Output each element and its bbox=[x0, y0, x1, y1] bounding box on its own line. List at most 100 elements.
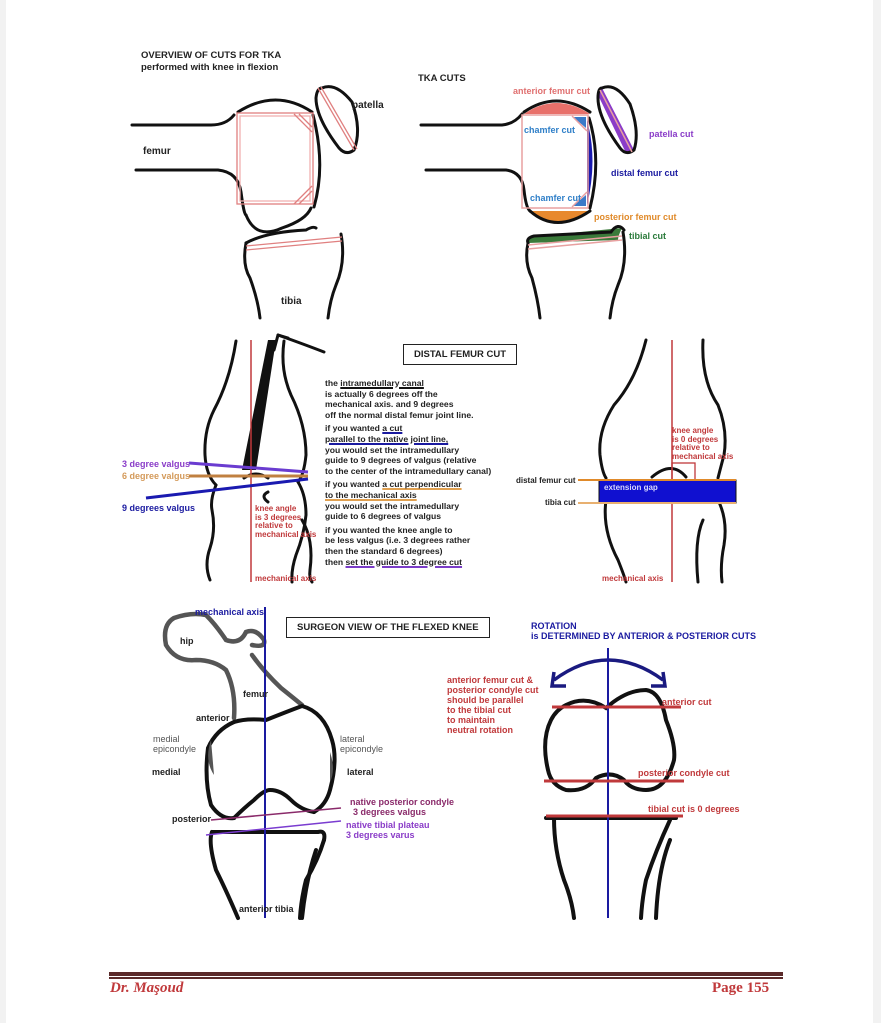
distal-femur-cut-title: DISTAL FEMUR CUT bbox=[403, 344, 518, 365]
overview-chamfer-bottom bbox=[293, 185, 313, 205]
note-line: neutral rotation bbox=[447, 725, 514, 735]
text: medial bbox=[153, 734, 180, 744]
text: you would set the intramedullary bbox=[325, 444, 460, 455]
text: native posterior condyle bbox=[350, 797, 455, 807]
label-valgus-9: 9 degrees valgus bbox=[122, 503, 196, 513]
text: if you wanted bbox=[325, 479, 383, 490]
label-extension-gap: extension gap bbox=[604, 483, 658, 492]
text-underlined: to the mechanical axis bbox=[325, 489, 417, 500]
text-underlined: set the guide to 3 degree cut bbox=[345, 556, 463, 567]
label-femur: femur bbox=[143, 146, 171, 157]
knee-angle-line: is 3 degrees bbox=[255, 512, 302, 522]
text: native tibial plateau bbox=[346, 820, 430, 830]
text: is actually 6 degrees off the bbox=[325, 388, 438, 399]
text: if you wanted bbox=[325, 423, 383, 434]
label-tibia-cut-right: tibia cut bbox=[545, 498, 576, 507]
tka-cuts-title: TKA CUTS bbox=[418, 73, 466, 84]
label-valgus-3: 3 degree valgus bbox=[122, 459, 191, 469]
document-page: OVERVIEW OF CUTS FOR TKA performed with … bbox=[6, 0, 873, 1023]
femur-shaft-bottom bbox=[134, 168, 248, 217]
label-distal-femur-cut-right: distal femur cut bbox=[516, 476, 576, 485]
footer-rule-thin bbox=[109, 977, 783, 979]
paragraph-4: if you wanted the knee angle to be less … bbox=[325, 525, 491, 567]
text: off the normal distal femur joint line. bbox=[325, 409, 474, 420]
overview-title-line2: performed with knee in flexion bbox=[141, 62, 279, 73]
knee-angle-line: knee angle bbox=[672, 426, 714, 435]
native-posterior-condyle-line bbox=[210, 807, 342, 821]
label-anterior: anterior bbox=[196, 713, 230, 723]
text: epicondyle bbox=[153, 744, 197, 754]
label-mechanical-axis-right: mechanical axis bbox=[602, 574, 664, 583]
overview-cut-box bbox=[236, 112, 314, 205]
tibia-right bbox=[326, 232, 345, 320]
text-underlined: parallel to the native joint line, bbox=[325, 433, 449, 444]
knee-angle-line: is 0 degrees bbox=[672, 434, 719, 444]
paragraph-3: if you wanted a cut perpendicular to the… bbox=[325, 479, 491, 521]
tibia-top bbox=[244, 225, 318, 245]
femur-shaft-top bbox=[130, 113, 236, 127]
overview-knee-diagram bbox=[130, 85, 359, 320]
text-underlined: a cut perpendicular bbox=[382, 479, 462, 490]
label-chamfer-cut-top: chamfer cut bbox=[524, 125, 576, 135]
overview-title-line1: OVERVIEW OF CUTS FOR TKA bbox=[141, 50, 282, 61]
label-anterior-cut: anterior cut bbox=[662, 697, 712, 707]
label-native-posterior-condyle: native posterior condyle 3 degrees valgu… bbox=[350, 797, 454, 817]
overview-patella-cut bbox=[317, 86, 358, 151]
note-line: should be parallel bbox=[447, 695, 524, 705]
text: to the center of the intramedullary cana… bbox=[325, 465, 492, 476]
rotation-title: ROTATION is DETERMINED BY ANTERIOR & POS… bbox=[531, 621, 756, 641]
text: you would set the intramedullary bbox=[325, 500, 460, 511]
note-line: posterior condyle cut bbox=[447, 685, 539, 695]
text: guide to 6 degrees of valgus bbox=[325, 511, 442, 522]
footer-page-number: Page 155 bbox=[712, 980, 770, 996]
text: the bbox=[325, 378, 341, 388]
text: then bbox=[325, 556, 346, 567]
label-lateral-epicondyle: lateral epicondyle bbox=[340, 734, 383, 754]
tibia-left bbox=[243, 241, 262, 320]
label-hip: hip bbox=[180, 636, 194, 646]
label-tibia: tibia bbox=[281, 296, 302, 307]
tka-cuts-diagram bbox=[419, 85, 638, 320]
label-patella: patella bbox=[352, 100, 384, 111]
overview-tibia-cut bbox=[245, 236, 343, 251]
label-chamfer-cut-bottom: chamfer cut bbox=[530, 193, 582, 203]
label-tibial-cut-rotation: tibial cut is 0 degrees bbox=[648, 804, 740, 814]
label-mechanical-axis-surgeon: mechanical axis bbox=[195, 607, 265, 617]
knee-angle-line: mechanical axis bbox=[255, 529, 317, 539]
native-tibial-plateau-line bbox=[205, 820, 342, 836]
footer-rule bbox=[109, 972, 783, 976]
text: then the standard 6 degrees) bbox=[325, 545, 443, 556]
text-underlined: intramedullary canal bbox=[340, 378, 424, 388]
knee-angle-line: relative to bbox=[255, 521, 293, 530]
distal-femur-left-diagram bbox=[145, 333, 326, 584]
text: be less valgus (i.e. 3 degrees rather bbox=[325, 535, 471, 546]
knee-angle-line: knee angle bbox=[255, 504, 297, 513]
label-knee-angle-3deg: knee angle is 3 degrees relative to mech… bbox=[255, 504, 317, 539]
label-medial: medial bbox=[152, 767, 181, 777]
label-anterior-tibia: anterior tibia bbox=[239, 904, 294, 914]
rotation-title-line2: is DETERMINED BY ANTERIOR & POSTERIOR CU… bbox=[531, 631, 757, 641]
label-anterior-femur-cut: anterior femur cut bbox=[513, 86, 591, 96]
note-line: to the tibial cut bbox=[447, 705, 511, 715]
text: if you wanted the knee angle to bbox=[325, 524, 453, 535]
overview-chamfer-top bbox=[293, 113, 313, 133]
surgeon-view-title: SURGEON VIEW OF THE FLEXED KNEE bbox=[286, 617, 490, 638]
label-posterior-condyle-cut: posterior condyle cut bbox=[638, 768, 730, 778]
note-line: to maintain bbox=[447, 715, 496, 725]
label-knee-angle-0deg: knee angle is 0 degrees relative to mech… bbox=[672, 426, 733, 461]
rotation-title-line1: ROTATION bbox=[531, 621, 577, 631]
label-distal-femur-cut: distal femur cut bbox=[611, 168, 679, 178]
rotation-note: anterior femur cut & posterior condyle c… bbox=[447, 675, 539, 735]
femur-condyle-top bbox=[236, 98, 314, 114]
distal-femur-right-diagram bbox=[578, 338, 737, 584]
femur-condyle-bottom bbox=[244, 206, 313, 234]
text: lateral bbox=[340, 734, 365, 744]
label-patella-cut: patella cut bbox=[649, 129, 694, 139]
label-tibial-cut: tibial cut bbox=[629, 231, 667, 241]
distal-femur-explanation: the intramedullary canal is actually 6 d… bbox=[325, 378, 491, 570]
valgus-9-line bbox=[145, 477, 309, 500]
patella-shape bbox=[314, 85, 359, 155]
footer-author: Dr. Maşoud bbox=[110, 980, 184, 996]
paragraph-2: if you wanted a cut parallel to the nati… bbox=[325, 423, 491, 476]
label-lateral: lateral bbox=[347, 767, 374, 777]
